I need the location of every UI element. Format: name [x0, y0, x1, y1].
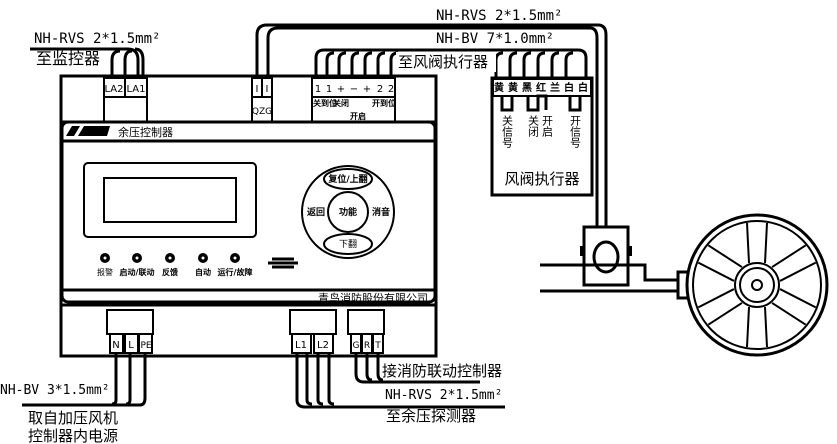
led-alarm-label: 报警 [97, 267, 113, 277]
signal-open-position: 开信号 [569, 115, 582, 149]
terminal-minus: − [350, 84, 358, 95]
up-button-label: 复位/上翻 [327, 173, 367, 185]
actuator-cable-label: NH-BV 7*1.0mm² [436, 31, 554, 47]
linkage-dest-label: 接消防联动控制器 [382, 362, 502, 380]
terminal-2b: 2 [388, 84, 394, 95]
terminal-1b: 1 [326, 84, 332, 95]
actuator-terminal-yellow1: 黄 [494, 81, 504, 94]
actuator-terminal-blue: 兰 [550, 81, 560, 94]
actuator-terminal-black: 黑 [522, 82, 532, 94]
actuator-terminal-red: 红 [536, 81, 546, 94]
damper-actuator [490, 76, 594, 197]
power-source-line2: 控制器内电源 [28, 427, 118, 444]
detector-cable-label: NH-RVS 2*1.5mm² [385, 388, 502, 403]
terminal-plus2: + [363, 84, 371, 95]
power-wires [22, 353, 147, 407]
up-button[interactable]: 复位/上翻 [323, 168, 373, 190]
terminal-l1: L1 [295, 340, 307, 351]
group-close-limit: 关到位 [313, 98, 337, 108]
led-indicators [100, 253, 298, 269]
group-open-limit: 开到位 [372, 98, 396, 108]
monitor-cable-label: NH-RVS 2*1.5mm² [34, 31, 160, 47]
power-cable-label: NH-BV 3*1.5mm² [0, 383, 110, 398]
group-close: 关闭 [333, 98, 349, 108]
down-button[interactable]: 下翻 [323, 233, 373, 255]
actuator-title: 风阀执行器 [504, 170, 579, 188]
terminal-qzg: QZG [252, 107, 272, 117]
fan-icon [685, 213, 829, 357]
manufacturer-label: 青鸟消防股份有限公司 [318, 291, 428, 305]
actuator-terminal-white2: 白 [578, 81, 588, 94]
terminal-1a: 1 [315, 84, 321, 95]
detector-wires [295, 353, 505, 409]
detector-dest-label: 至余压探测器 [386, 407, 476, 425]
terminal-2a: 2 [377, 84, 383, 95]
terminal-la1: LA1 [126, 84, 145, 95]
pressure-sensor [540, 225, 690, 300]
power-source-line1: 取自加压风机 [28, 409, 118, 427]
back-button[interactable]: 返回 [307, 206, 325, 218]
terminal-l2: L2 [317, 340, 329, 351]
terminal-la2: LA2 [104, 84, 123, 95]
terminal-plus1: + [337, 84, 345, 95]
down-button-label: 下翻 [339, 239, 357, 250]
signal-close-position: 关信号 [501, 114, 514, 149]
terminal-t: T [374, 341, 381, 351]
terminal-r: R [364, 341, 370, 351]
actuator-terminal-yellow2: 黄 [508, 81, 518, 94]
monitor-wires [30, 47, 145, 78]
signal-open: 开启 [541, 115, 554, 137]
sensor-wires [255, 23, 608, 228]
led-start-label: 启动/联动 [120, 267, 155, 277]
sensor-cable-label: NH-RVS 2*1.5mm² [436, 8, 562, 24]
linkage-wires [354, 353, 480, 384]
terminal-i2: I [266, 84, 269, 95]
monitor-dest-label: 至监控器 [36, 49, 100, 68]
mute-button[interactable]: 消音 [372, 206, 390, 218]
terminal-n: N [112, 340, 119, 351]
actuator-terminal-white1: 白 [564, 81, 574, 94]
device-title: 余压控制器 [118, 125, 173, 139]
led-auto-label: 自动 [195, 267, 211, 277]
terminal-l: L [128, 340, 134, 351]
group-open: 开启 [350, 111, 366, 121]
logo [66, 126, 110, 136]
terminal-i1: I [256, 84, 259, 95]
terminal-g: G [353, 341, 360, 351]
actuator-dest-label: 至风阀执行器 [398, 53, 488, 71]
led-run-fault-label: 运行/故障 [218, 267, 253, 277]
button-pad [301, 165, 395, 259]
led-feedback-label: 反馈 [162, 267, 178, 277]
terminal-pe: PE [140, 341, 151, 351]
function-button[interactable]: 功能 [339, 206, 357, 218]
signal-close: 关闭 [527, 114, 540, 138]
